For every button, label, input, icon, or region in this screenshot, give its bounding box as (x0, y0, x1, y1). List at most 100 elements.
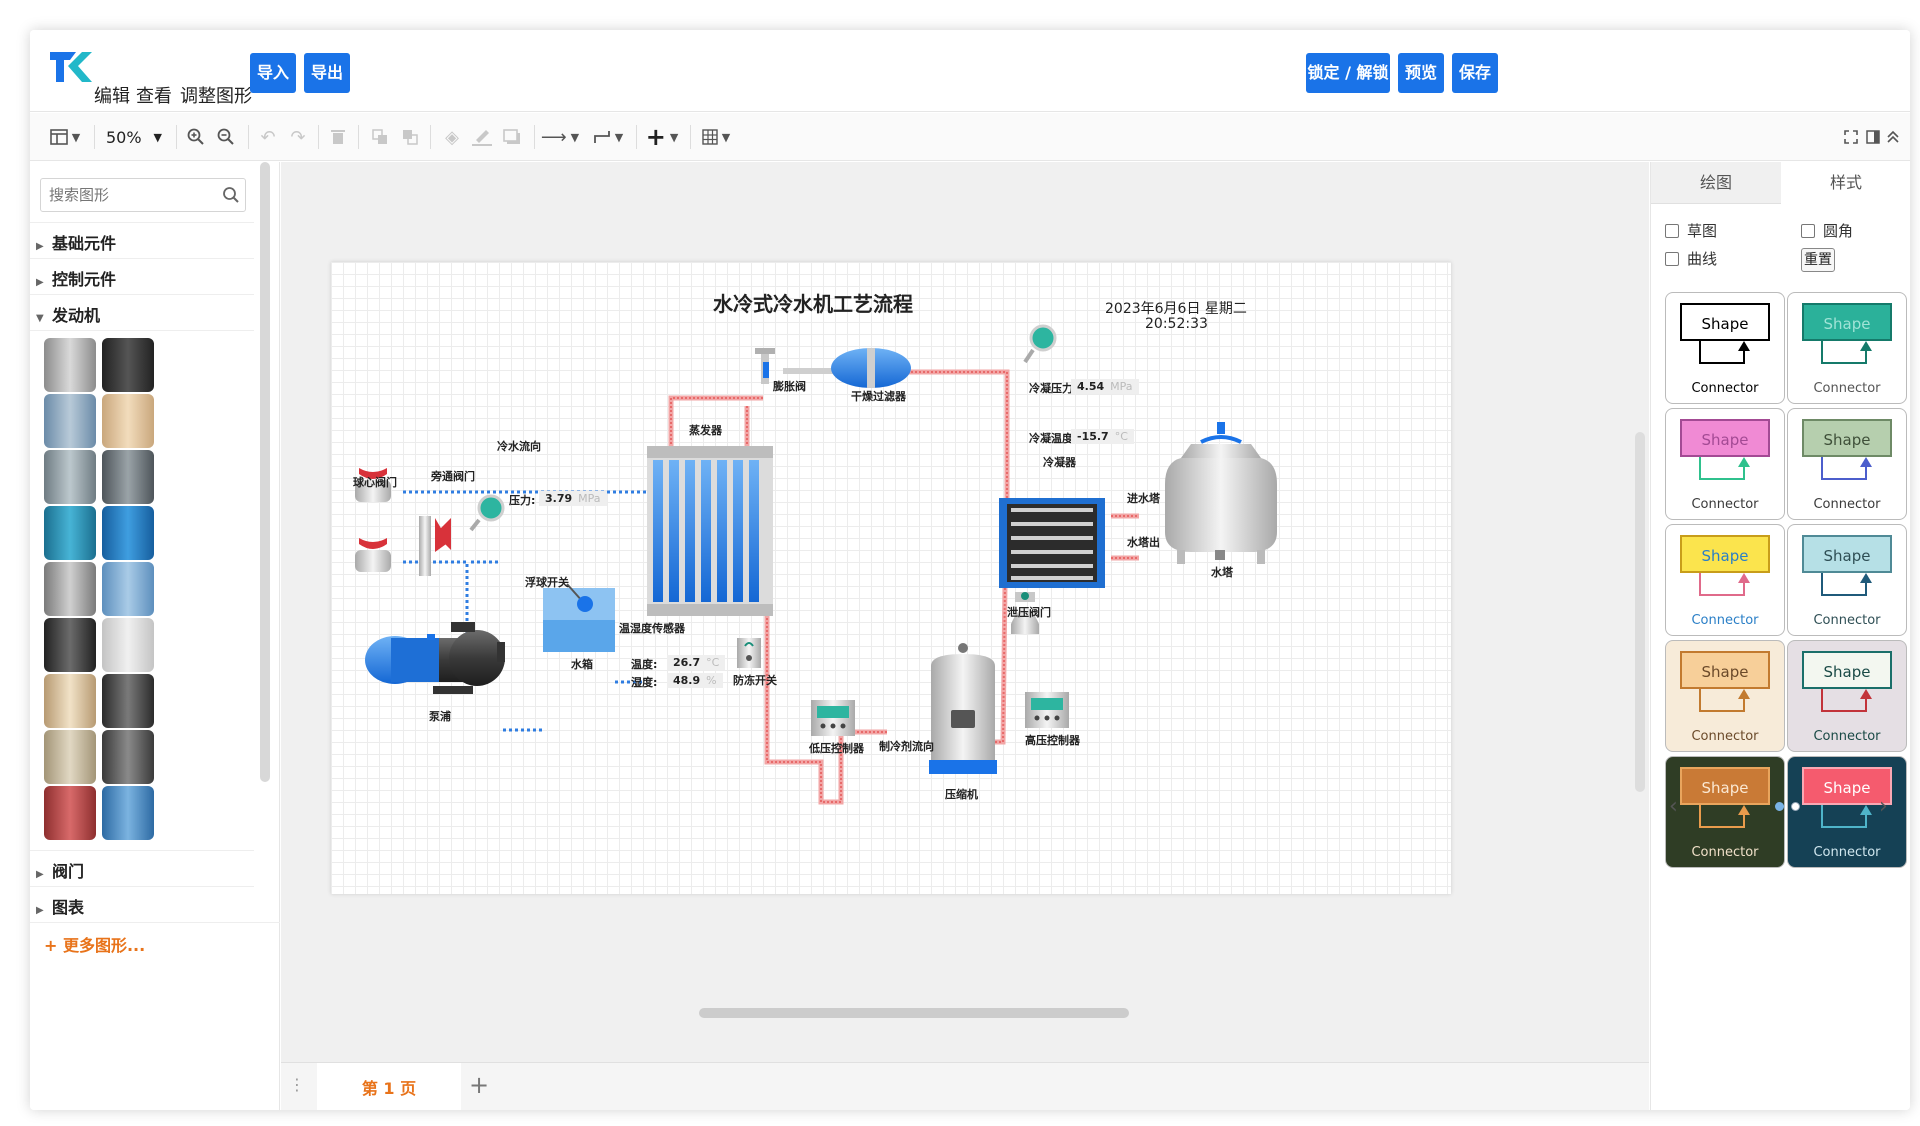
motor-shape[interactable] (102, 450, 154, 504)
save-button[interactable]: 保存 (1452, 53, 1498, 93)
format-panel-button[interactable] (1864, 125, 1882, 149)
diagram-date[interactable]: 2023年6月6日 星期二 (1105, 301, 1247, 317)
category-control[interactable]: ▶控制元件 (36, 266, 116, 290)
motor-shape[interactable] (44, 674, 96, 728)
label-temp[interactable]: 温度: (631, 658, 658, 671)
motor-shape[interactable] (44, 450, 96, 504)
canvas-area[interactable]: 水冷式冷水机工艺流程 2023年6月6日 星期二 20:52:33 球心阀门 冷… (281, 162, 1649, 1062)
chevron-right-icon[interactable]: › (1879, 794, 1888, 819)
category-charts[interactable]: ▶图表 (36, 894, 84, 918)
motor-shape[interactable] (44, 786, 96, 840)
category-valves[interactable]: ▶阀门 (36, 858, 84, 882)
page-tab-1[interactable]: 第 1 页 (317, 1063, 461, 1110)
value-temp[interactable]: 26.7°C (667, 655, 726, 670)
menu-edit[interactable]: 编辑 (94, 86, 130, 107)
fill-color-button[interactable]: ◈ (440, 125, 464, 149)
label-humid[interactable]: 湿度: (631, 676, 658, 689)
motor-shape[interactable] (44, 394, 96, 448)
checkbox-curved[interactable]: 曲线 (1665, 248, 1717, 269)
label-chilled-flow[interactable]: 冷水流向 (497, 440, 541, 453)
diagram-time[interactable]: 20:52:33 (1145, 316, 1208, 332)
motor-shape[interactable] (44, 338, 96, 392)
label-water-tank[interactable]: 水箱 (571, 658, 593, 671)
motor-shape[interactable] (44, 506, 96, 560)
line-color-button[interactable] (470, 125, 494, 149)
collapse-toolbar-button[interactable] (1884, 125, 1902, 149)
search-input[interactable] (40, 178, 246, 212)
label-temp-humid-sensor[interactable]: 温湿度传感器 (619, 622, 685, 635)
import-button[interactable]: 导入 (250, 53, 296, 93)
label-high-pressure-ctrl[interactable]: 高压控制器 (1025, 734, 1080, 747)
label-ball-valve[interactable]: 球心阀门 (353, 476, 397, 489)
to-front-button[interactable] (368, 125, 392, 149)
diagram-title[interactable]: 水冷式冷水机工艺流程 (713, 292, 913, 316)
page-menu-icon[interactable]: ⋮ (289, 1075, 305, 1094)
label-cond-temp[interactable]: 冷凝温度: (1029, 432, 1078, 445)
motor-shape[interactable] (102, 618, 154, 672)
undo-button[interactable]: ↶ (256, 125, 280, 149)
connection-style-button[interactable]: ⟶▼ (541, 125, 579, 149)
label-compressor[interactable]: 压缩机 (945, 788, 978, 801)
label-tower-out[interactable]: 水塔出 (1127, 536, 1160, 549)
label-bypass-valve[interactable]: 旁通阀门 (431, 470, 475, 483)
motor-shape[interactable] (102, 674, 154, 728)
motor-shape[interactable] (102, 562, 154, 616)
label-pressure[interactable]: 压力: (509, 494, 536, 507)
motor-shape[interactable] (102, 506, 154, 560)
motor-shape[interactable] (102, 730, 154, 784)
label-tower-in[interactable]: 进水塔 (1127, 492, 1160, 505)
tab-draw[interactable]: 绘图 (1651, 162, 1781, 204)
label-pump[interactable]: 泵浦 (429, 710, 451, 723)
value-cond-temp[interactable]: -15.7°C (1071, 429, 1134, 444)
zoom-in-button[interactable] (184, 125, 208, 149)
category-basic[interactable]: ▶基础元件 (36, 230, 116, 254)
motor-shape[interactable] (102, 786, 154, 840)
checkbox-rounded[interactable]: 圆角 (1801, 220, 1853, 241)
carousel-dot-active[interactable] (1775, 802, 1784, 811)
label-expansion-valve[interactable]: 膨胀阀 (773, 380, 806, 393)
label-dryer-filter[interactable]: 干燥过滤器 (851, 390, 906, 403)
label-cond-pressure[interactable]: 冷凝压力: (1029, 382, 1078, 395)
to-back-button[interactable] (398, 125, 422, 149)
sidebar-scrollbar[interactable] (260, 162, 270, 782)
search-icon[interactable] (222, 186, 240, 204)
preview-button[interactable]: 预览 (1398, 53, 1444, 93)
label-low-pressure-ctrl[interactable]: 低压控制器 (809, 742, 864, 755)
chevron-left-icon[interactable]: ‹ (1669, 794, 1678, 819)
label-antifreeze[interactable]: 防冻开关 (733, 674, 777, 687)
motor-shape[interactable] (102, 394, 154, 448)
add-page-button[interactable]: + (469, 1071, 490, 1099)
label-refrigerant-flow[interactable]: 制冷剂流向 (879, 740, 934, 753)
motor-shape[interactable] (44, 618, 96, 672)
zoom-select[interactable]: 50% ▼ (104, 125, 164, 149)
canvas-vertical-scrollbar[interactable] (1635, 432, 1645, 792)
tab-style[interactable]: 样式 (1781, 162, 1910, 204)
more-shapes-link[interactable]: + 更多图形... (44, 936, 146, 955)
shadow-button[interactable] (500, 125, 524, 149)
carousel-dot[interactable] (1791, 802, 1800, 811)
redo-button[interactable]: ↷ (286, 125, 310, 149)
label-condenser[interactable]: 冷凝器 (1043, 456, 1076, 469)
label-evaporator[interactable]: 蒸发器 (689, 424, 722, 437)
delete-button[interactable] (326, 125, 350, 149)
insert-button[interactable]: +▼ (644, 123, 680, 151)
menu-arrange[interactable]: 调整图形 (180, 86, 252, 107)
motor-shape[interactable] (44, 562, 96, 616)
motor-shape[interactable] (102, 338, 154, 392)
category-motors[interactable]: ▼发动机 (36, 302, 100, 326)
diagram-page[interactable]: 水冷式冷水机工艺流程 2023年6月6日 星期二 20:52:33 球心阀门 冷… (331, 262, 1451, 894)
label-tower[interactable]: 水塔 (1211, 566, 1233, 579)
motor-shape[interactable] (44, 730, 96, 784)
label-float-switch[interactable]: 浮球开关 (525, 576, 569, 589)
